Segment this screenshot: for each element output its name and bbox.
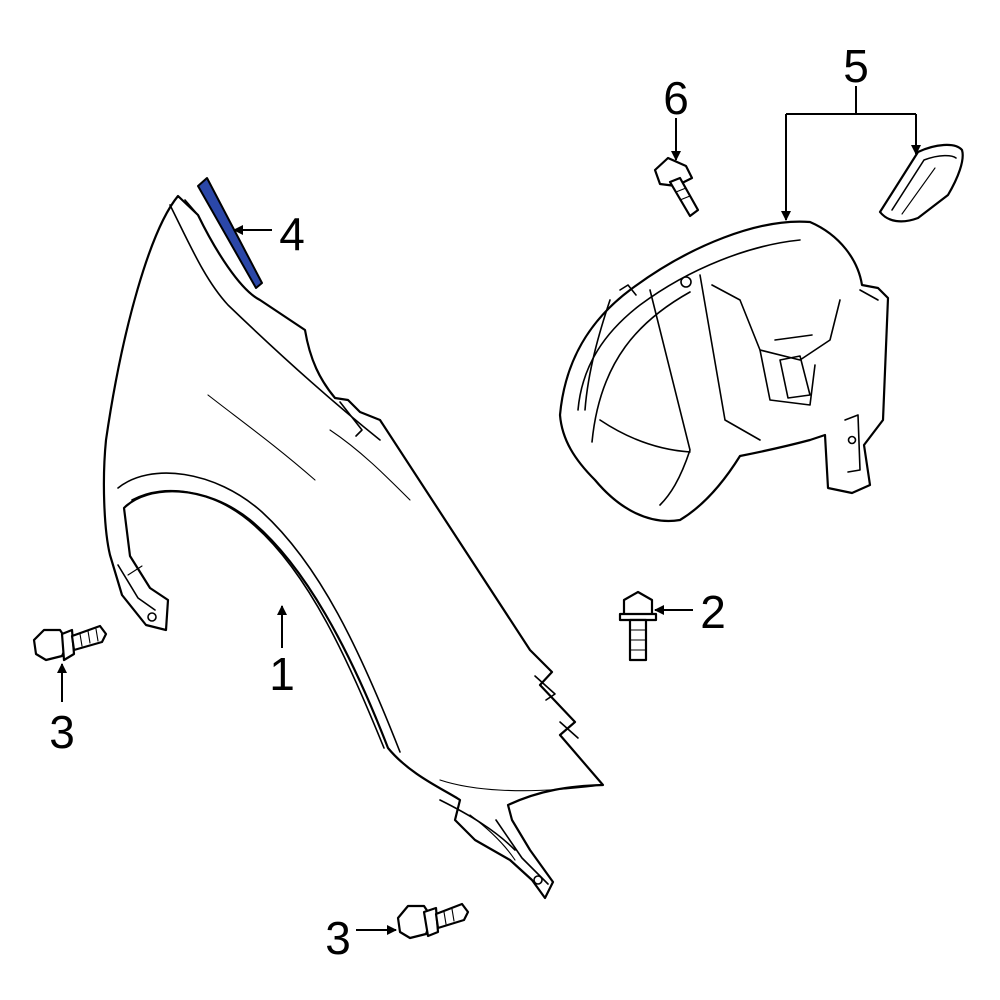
- leader-lines: [57, 86, 921, 935]
- bolt-2: [618, 590, 658, 662]
- fender-liner: [558, 220, 890, 522]
- callout-4: 4: [279, 208, 305, 260]
- callout-6: 6: [663, 72, 689, 124]
- push-clip: [653, 156, 700, 218]
- molding-highlight: [197, 177, 263, 289]
- bolt-3-left: [32, 624, 108, 662]
- callout-5: 5: [843, 40, 869, 92]
- callout-1: 1: [269, 648, 295, 700]
- liner-bracket: [878, 143, 964, 223]
- bolt-3-bottom: [396, 902, 470, 940]
- callout-3-left: 3: [49, 706, 75, 758]
- callout-labels: 1 2 3 3 4 5 6: [49, 40, 869, 964]
- callout-2: 2: [700, 586, 726, 638]
- callout-3-bottom: 3: [325, 912, 351, 964]
- fender: [102, 194, 605, 900]
- fender-molding-strip: [197, 177, 263, 289]
